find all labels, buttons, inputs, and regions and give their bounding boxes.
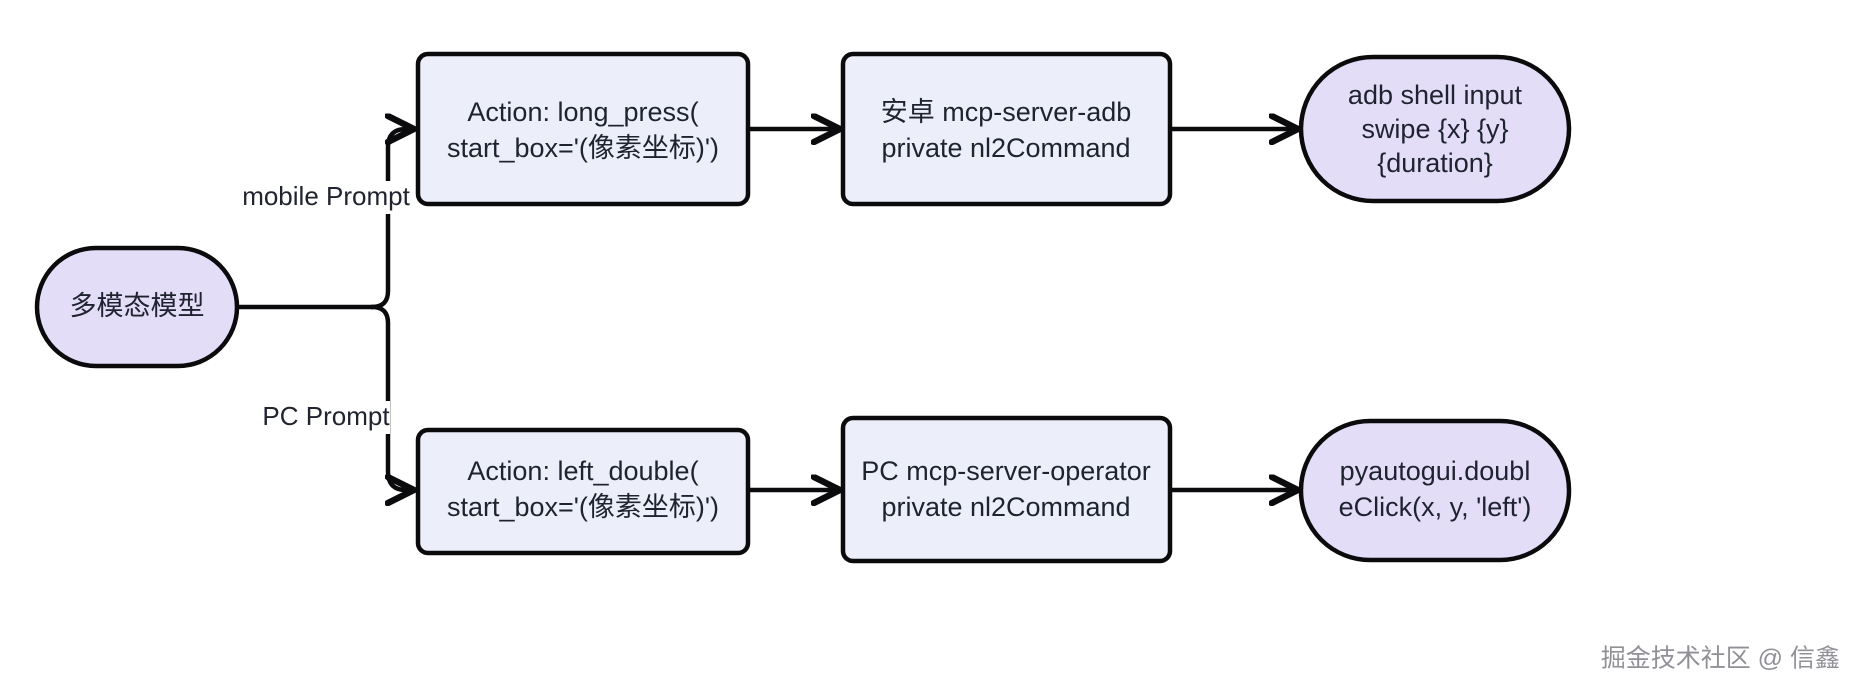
node-mobile-command-shape [1298, 54, 1572, 204]
edge-label-mobile-prompt: mobile Prompt [241, 181, 411, 214]
node-mobile-server-shape [840, 51, 1173, 207]
node-mobile-command-line1: adb shell input [1348, 80, 1523, 110]
node-pc-server-line2: private nl2Command [881, 492, 1130, 522]
node-pc-action[interactable]: Action: left_double( start_box='(像素坐标)') [415, 427, 751, 556]
edge-label-pc-prompt-text: PC Prompt [262, 401, 390, 431]
node-pc-server-line1: PC mcp-server-operator [861, 456, 1151, 486]
node-mobile-action-line2: start_box='(像素坐标)') [447, 133, 719, 163]
node-mobile-command-line2: swipe {x} {y} [1361, 114, 1508, 144]
node-pc-action-line1-bold: left_double [557, 456, 689, 486]
node-mobile-server[interactable]: 安卓 mcp-server-adb private nl2Command [840, 51, 1173, 207]
node-mobile-action-line1-tail: ( [690, 97, 699, 127]
node-pc-command-line1: pyautogui.doubl [1340, 456, 1531, 486]
node-pc-action-line1: Action: left_double( [467, 456, 698, 486]
watermark-text: 掘金技术社区 @ 信鑫 [1601, 645, 1840, 673]
node-pc-server-line2-plain: private [881, 492, 970, 522]
node-mobile-server-line2-plain: private [881, 133, 970, 163]
node-mobile-server-line2-bold: nl2Command [970, 133, 1131, 163]
node-root-shape [34, 245, 240, 369]
node-pc-command-shape [1298, 418, 1572, 563]
node-mobile-command-line3: {duration} [1377, 148, 1493, 178]
node-mobile-action-shape [415, 51, 751, 207]
node-pc-action-line2: start_box='(像素坐标)') [447, 492, 719, 522]
node-pc-server-shape [840, 415, 1173, 564]
node-pc-action-line1-tail: ( [690, 456, 699, 486]
node-mobile-action-line1-plain: Action: [467, 97, 557, 127]
node-mobile-action-line1-bold: long_press [557, 97, 689, 127]
node-pc-server-line2-bold: nl2Command [970, 492, 1131, 522]
node-pc-command[interactable]: pyautogui.doubl eClick(x, y, 'left') [1298, 418, 1572, 563]
edge-label-pc-prompt: PC Prompt [262, 401, 390, 434]
node-mobile-command[interactable]: adb shell input swipe {x} {y} {duration} [1298, 54, 1572, 204]
edge-label-mobile-prompt-text: mobile Prompt [242, 181, 410, 211]
node-pc-server[interactable]: PC mcp-server-operator private nl2Comman… [840, 415, 1173, 564]
edge-root-to-pc-action [369, 304, 410, 490]
node-mobile-action-line1: Action: long_press( [467, 97, 698, 127]
node-pc-command-line2: eClick(x, y, 'left') [1339, 492, 1532, 522]
node-mobile-server-line2: private nl2Command [881, 133, 1130, 163]
edge-root-to-mobile-action [369, 129, 410, 310]
node-root[interactable]: 多模态模型 [34, 245, 240, 369]
node-pc-action-shape [415, 427, 751, 556]
node-pc-action-line1-plain: Action: [467, 456, 557, 486]
node-mobile-server-line1: 安卓 mcp-server-adb [881, 97, 1132, 127]
node-root-label: 多模态模型 [70, 291, 205, 321]
node-mobile-action[interactable]: Action: long_press( start_box='(像素坐标)') [415, 51, 751, 207]
